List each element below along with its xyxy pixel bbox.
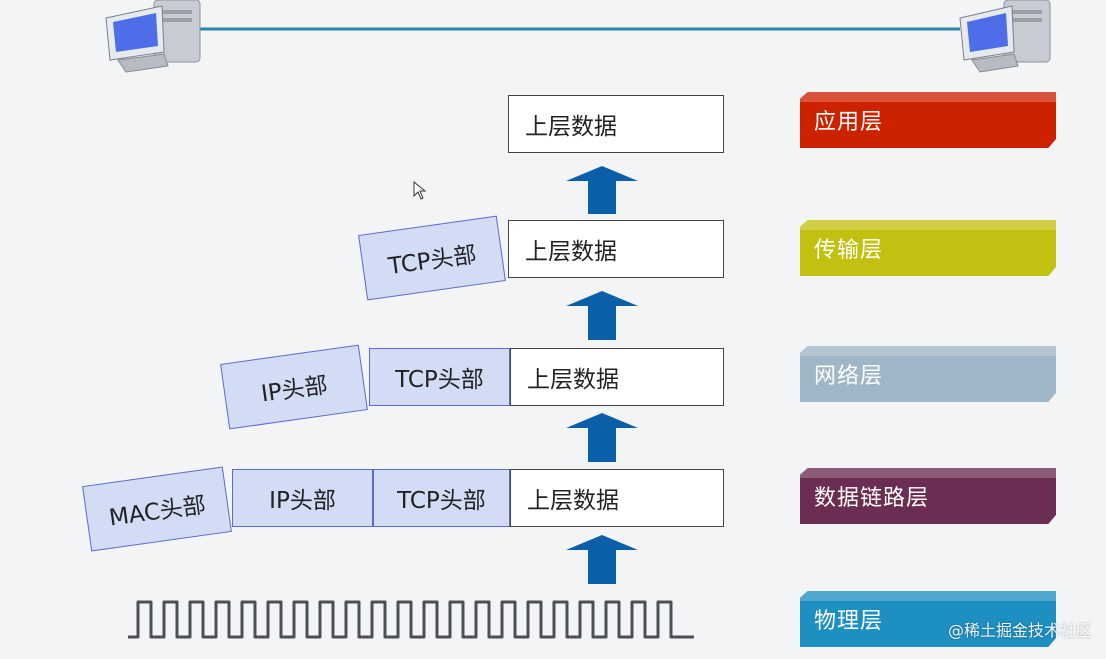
layer-physical: 物理层 xyxy=(800,591,1056,647)
square-wave-icon xyxy=(128,600,694,639)
network-link xyxy=(105,0,1051,73)
layer-application: 应用层 xyxy=(800,92,1056,148)
up-arrow-icon xyxy=(566,291,638,340)
watermark: @稀土掘金技术社区 xyxy=(947,621,1092,640)
datalink-upper-data: 上层数据 xyxy=(510,469,724,527)
network-tcp-header: TCP头部 xyxy=(369,348,510,406)
datalink-ip-header: IP头部 xyxy=(232,469,373,527)
right-computer-icon xyxy=(959,0,1051,73)
left-computer-icon xyxy=(105,0,201,73)
up-arrow-icon xyxy=(566,535,638,584)
layer-datalink: 数据链路层 xyxy=(800,468,1056,524)
app-upper-data: 上层数据 xyxy=(508,95,724,153)
transport-upper-data: 上层数据 xyxy=(508,220,724,278)
layer-transport: 传输层 xyxy=(800,220,1056,276)
up-arrow-icon xyxy=(566,166,638,214)
up-arrow-icon xyxy=(566,413,638,462)
mouse-cursor-icon xyxy=(413,180,427,200)
layer-network: 网络层 xyxy=(800,346,1056,402)
network-upper-data: 上层数据 xyxy=(510,348,724,406)
datalink-tcp-header: TCP头部 xyxy=(373,469,510,527)
